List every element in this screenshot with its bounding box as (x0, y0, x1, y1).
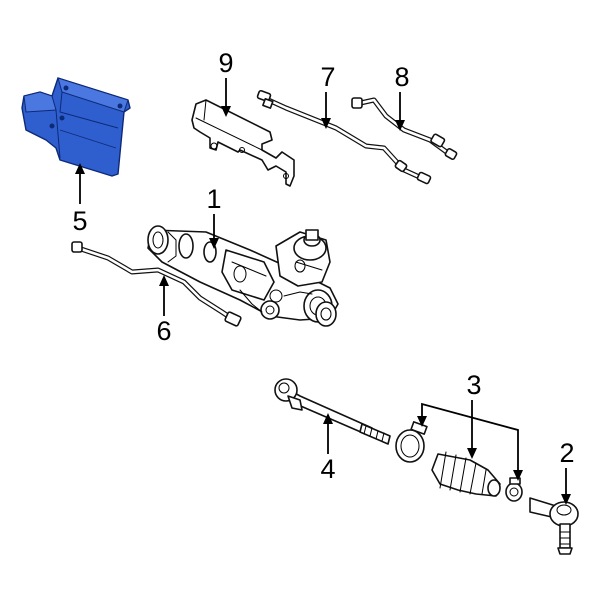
part-2-outer-tie-rod-end[interactable] (529, 497, 579, 555)
callout-8: 8 (394, 62, 410, 131)
callout-7: 7 (320, 62, 336, 129)
callout-label-1: 1 (206, 184, 221, 214)
callout-1: 1 (206, 184, 222, 249)
part-7-pressure-line[interactable] (256, 89, 432, 185)
part-6-return-line[interactable] (71, 241, 242, 327)
callout-label-3: 3 (466, 370, 481, 400)
part-8-pressure-line[interactable] (351, 97, 458, 161)
callout-label-9: 9 (218, 48, 233, 78)
part-3-boot-kit[interactable] (395, 421, 523, 502)
part-4-inner-tie-rod[interactable] (274, 378, 391, 445)
callout-9: 9 (218, 48, 234, 117)
callout-4: 4 (320, 413, 336, 484)
part-1-rack-and-pinion[interactable] (147, 225, 339, 327)
heat-shield-face (57, 77, 129, 113)
callout-label-2: 2 (559, 438, 574, 468)
callout-label-5: 5 (72, 206, 87, 236)
callout-label-7: 7 (320, 62, 335, 92)
part-9-bracket[interactable] (191, 99, 295, 187)
callout-label-8: 8 (394, 62, 409, 92)
callout-2: 2 (559, 438, 575, 505)
callout-5: 5 (72, 163, 88, 236)
part-5-heat-shield[interactable] (21, 77, 131, 177)
callout-6: 6 (156, 275, 172, 346)
callout-3: 3 (417, 370, 523, 481)
callout-label-6: 6 (156, 316, 171, 346)
callout-label-4: 4 (320, 454, 335, 484)
heat-shield-lip (23, 91, 57, 113)
